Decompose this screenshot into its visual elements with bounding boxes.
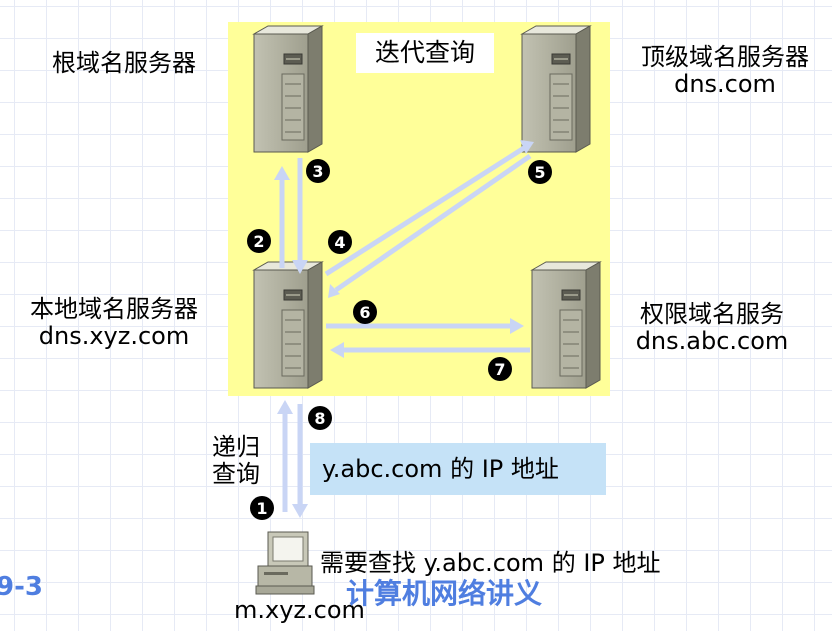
svg-text:4: 4: [334, 233, 345, 252]
step-badge-7: 7: [488, 357, 512, 381]
svg-text:3: 3: [312, 162, 323, 181]
arrow-step-2-head: [274, 166, 290, 180]
arrow-step-5-head: [328, 284, 340, 298]
arrow-step-8-head: [292, 504, 308, 518]
tld-server-label: 顶级域名服务器 dns.com: [626, 44, 824, 98]
step-badge-3: 3: [306, 159, 330, 183]
step-badge-6: 6: [353, 300, 377, 324]
local-server-domain: dns.xyz.com: [38, 322, 190, 350]
arrow-step-4-head: [520, 140, 534, 154]
authoritative-server-icon: [531, 261, 601, 389]
root-server-label: 根域名服务器: [52, 50, 196, 77]
watermark: 计算机网络讲义: [346, 577, 543, 610]
local-server-name: 本地域名服务器: [30, 295, 198, 323]
recursive-query-line2: 查询: [212, 460, 260, 488]
diagram-title: 迭代查询: [356, 33, 494, 73]
tld-server-icon: [521, 25, 591, 153]
step-badge-4: 4: [328, 230, 352, 254]
arrow-step-5: [334, 153, 532, 293]
authoritative-server-name: 权限域名服务: [640, 300, 784, 328]
authoritative-server-label: 权限域名服务 dns.abc.com: [622, 301, 802, 355]
svg-text:2: 2: [253, 232, 264, 251]
arrow-step-1-head: [277, 400, 293, 414]
arrow-step-4: [324, 145, 526, 277]
step-badge-8: 8: [308, 406, 332, 430]
local-server-icon: [253, 261, 323, 389]
svg-text:5: 5: [534, 163, 545, 182]
root-server-icon: [253, 25, 323, 153]
answer-box: y.abc.com 的 IP 地址: [310, 443, 606, 495]
slide-number: 9-3: [0, 572, 43, 602]
arrow-step-7-head: [330, 342, 344, 358]
tld-server-name: 顶级域名服务器: [641, 43, 809, 71]
recursive-query-label: 递归 查询: [206, 434, 266, 488]
tld-server-domain: dns.com: [674, 70, 776, 98]
root-server-name: 根域名服务器: [52, 49, 196, 77]
recursive-query-line1: 递归: [212, 433, 260, 461]
svg-text:1: 1: [256, 499, 267, 518]
message-arrows: [274, 140, 534, 518]
local-server-label: 本地域名服务器 dns.xyz.com: [12, 296, 216, 350]
step-badge-5: 5: [528, 160, 552, 184]
host-request-text: 需要查找 y.abc.com 的 IP 地址: [320, 549, 661, 577]
host-computer-icon: [255, 531, 315, 595]
step-badge-2: 2: [247, 229, 271, 253]
host-name: m.xyz.com: [234, 596, 365, 624]
authoritative-server-domain: dns.abc.com: [635, 327, 789, 355]
step-badge-1: 1: [250, 496, 274, 520]
arrow-step-6-head: [510, 318, 524, 334]
arrow-step-3-head: [292, 260, 308, 274]
svg-text:7: 7: [494, 360, 505, 379]
svg-text:6: 6: [359, 303, 370, 322]
svg-text:8: 8: [314, 409, 325, 428]
